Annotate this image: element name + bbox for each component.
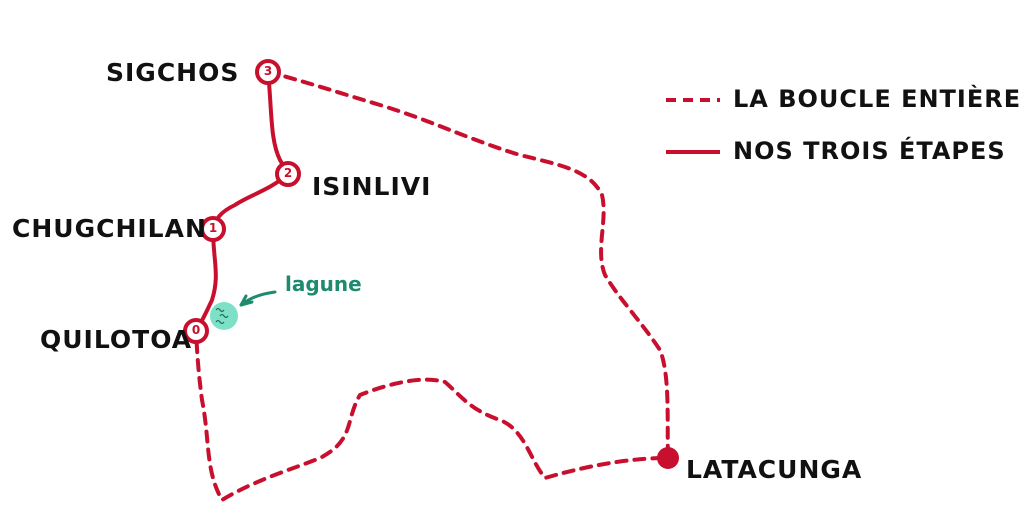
- full-loop-route: [194, 70, 671, 503]
- stage-marker-1: [200, 216, 226, 242]
- stage-number-2: 2: [283, 166, 293, 180]
- latacunga-marker: [657, 447, 679, 469]
- stage-markers: [183, 59, 679, 469]
- legend-solid-label: NOS TROIS ÉTAPES: [733, 137, 1006, 165]
- stage-number-3: 3: [263, 64, 273, 78]
- stage-marker-3: [255, 59, 281, 85]
- label-quilotoa: QUILOTOA: [40, 325, 193, 354]
- stage-number-1: 1: [208, 221, 218, 235]
- legend-dashed-label: LA BOUCLE ENTIÈRE: [733, 85, 1022, 113]
- lagoon-waves-icon: [215, 307, 229, 325]
- arrow-icon: [239, 290, 277, 307]
- stage-marker-2: [275, 161, 301, 187]
- label-latacunga: LATACUNGA: [686, 455, 863, 484]
- stage-marker-0: [183, 318, 209, 344]
- label-sigchos: SIGCHOS: [106, 58, 240, 87]
- label-isinlivi: ISINLIVI: [312, 172, 432, 201]
- label-lagune: lagune: [285, 272, 362, 296]
- three-stages-route: [194, 70, 291, 333]
- label-chugchilan: CHUGCHILAN: [12, 214, 207, 243]
- stage-number-0: 0: [191, 323, 201, 337]
